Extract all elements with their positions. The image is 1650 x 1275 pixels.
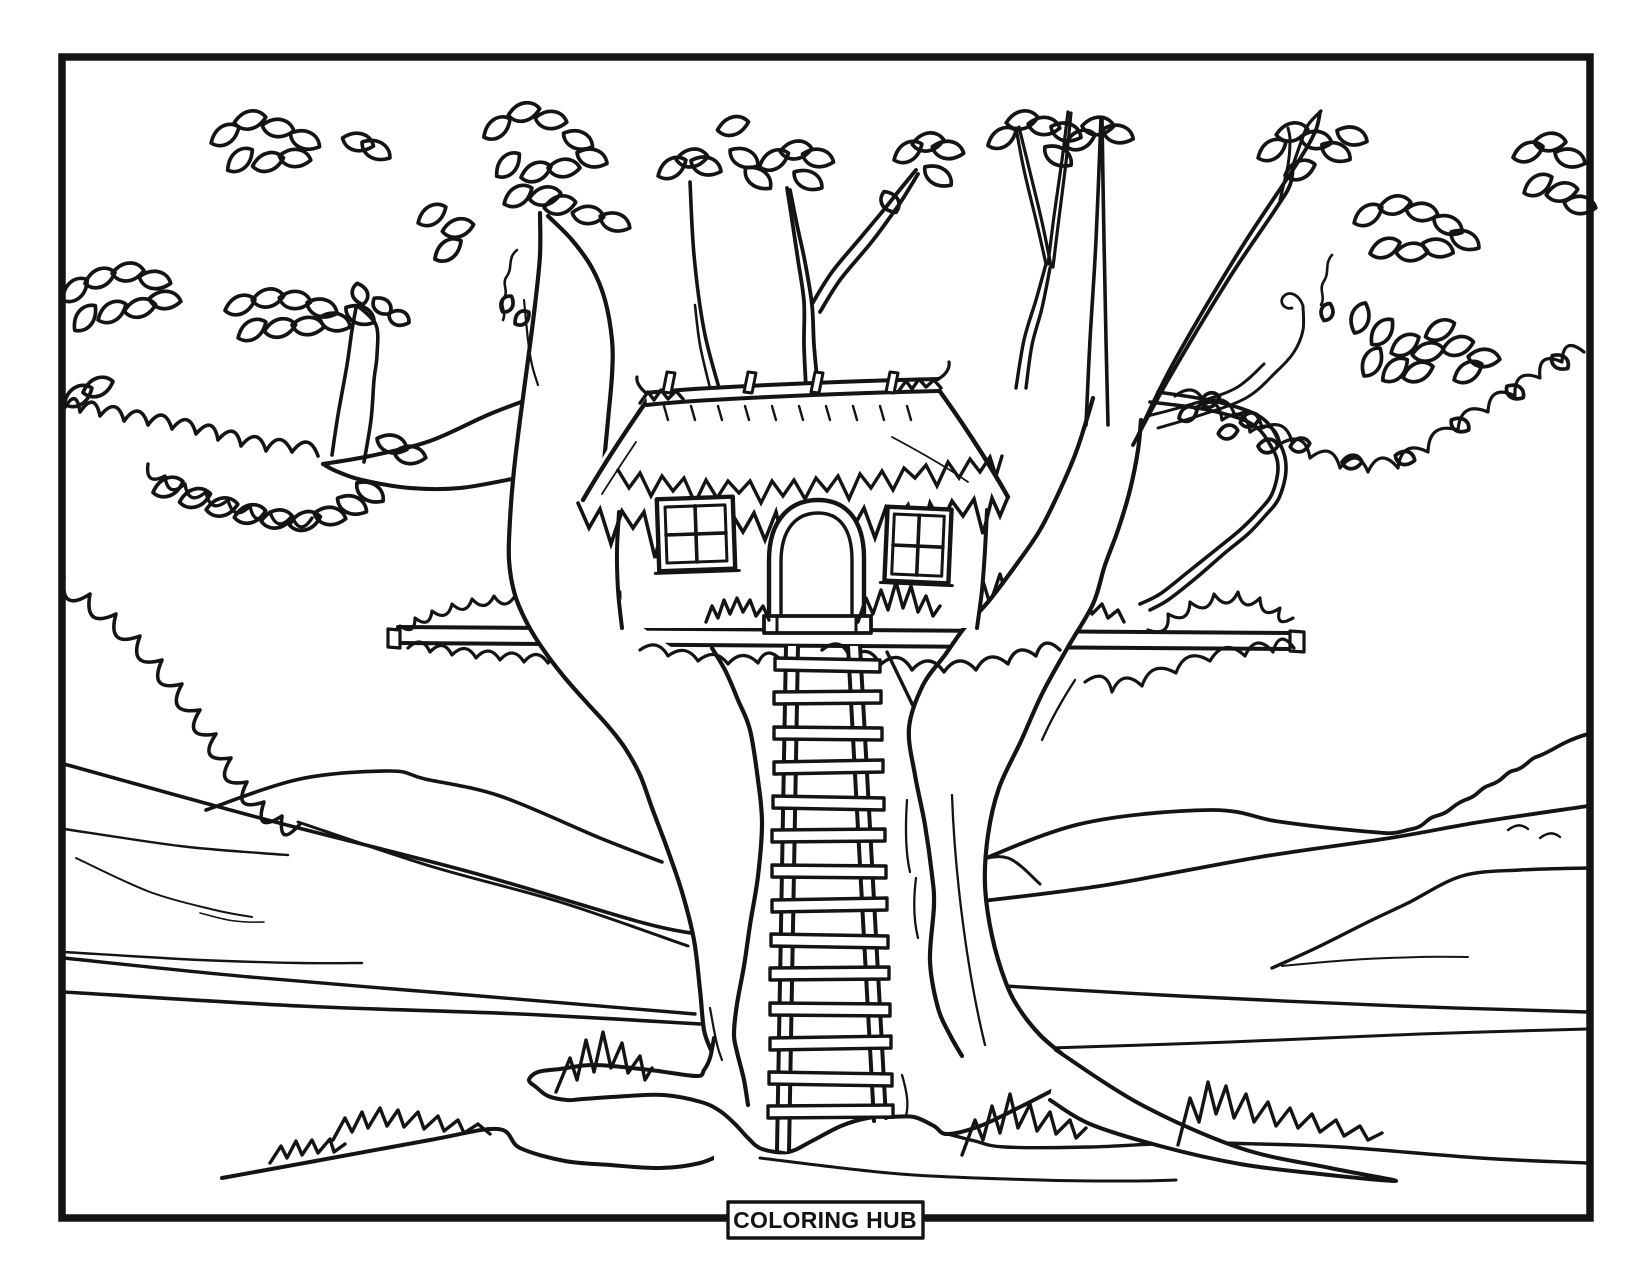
svg-text:COLORING HUB: COLORING HUB	[733, 1207, 917, 1233]
